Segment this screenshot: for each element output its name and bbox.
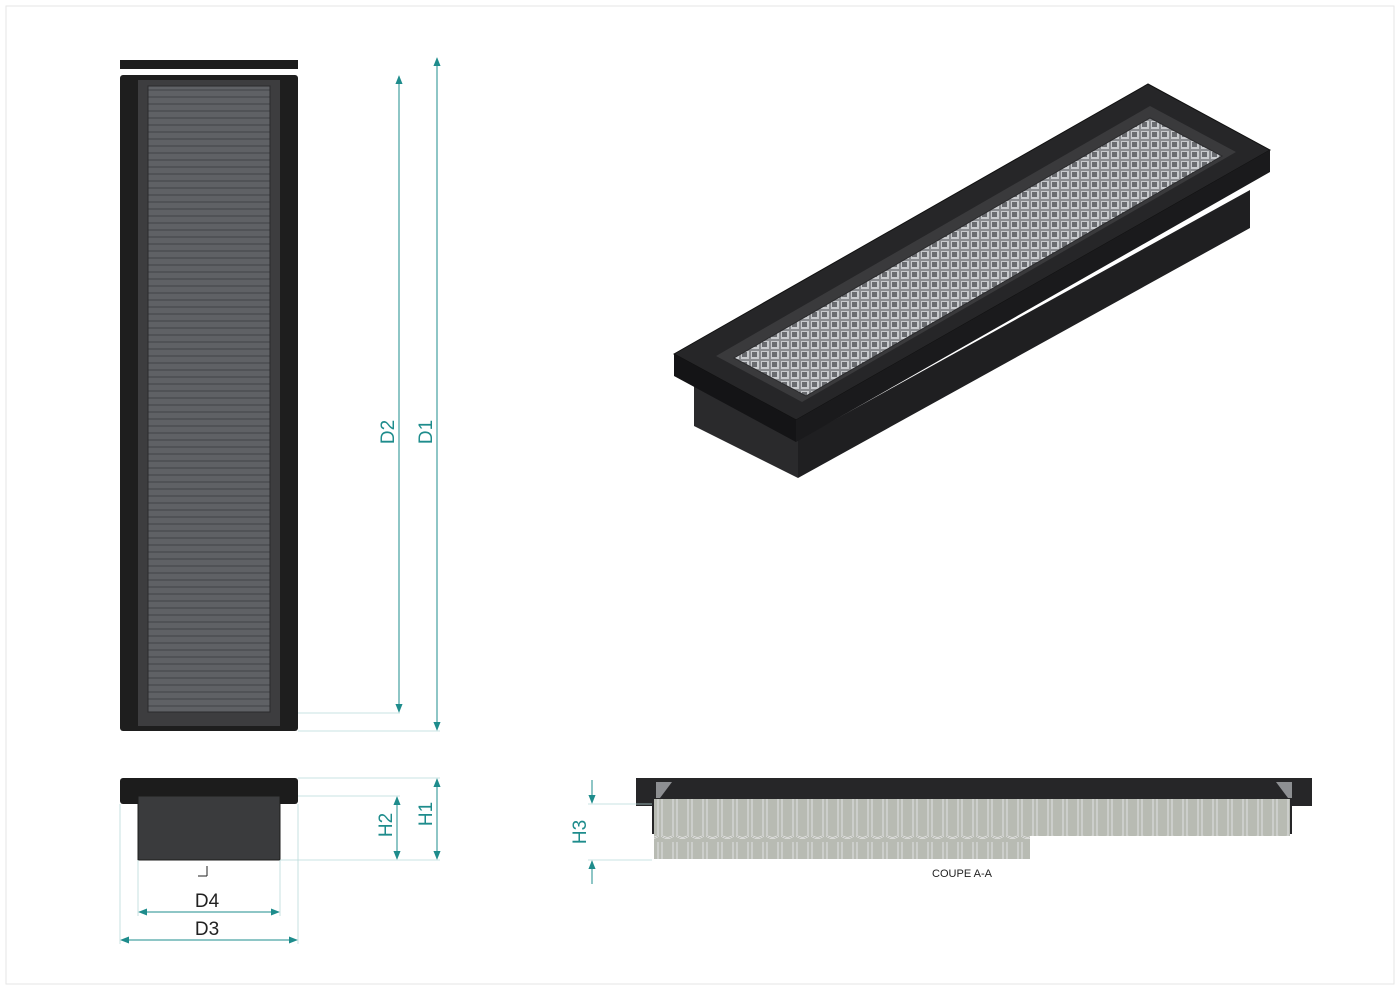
iso-flange-front-edge: [674, 354, 796, 442]
d3-label: D3: [195, 919, 219, 940]
iso-body-side: [798, 190, 1250, 478]
side-height-dimensions: H2 H1: [280, 777, 441, 861]
section-height-dimension: H3: [570, 780, 652, 884]
isometric-view: [672, 83, 1272, 478]
d4-label: D4: [195, 891, 220, 912]
top-view: [120, 60, 298, 731]
h2-label: H2: [376, 813, 397, 837]
d1-label: D1: [416, 420, 437, 444]
side-view-body: [137, 795, 281, 861]
section-flange-lip-left: [656, 782, 672, 798]
iso-body-front: [694, 386, 798, 478]
top-view-cap-strip: [120, 60, 298, 69]
section-flange-lip-right: [1276, 782, 1292, 798]
section-cut-mask: [1030, 836, 1300, 866]
d2-label: D2: [378, 420, 399, 444]
h1-label: H1: [416, 802, 437, 826]
section-view: COUPE A-A: [636, 778, 1312, 880]
sheet-border: [5, 5, 1395, 985]
vertical-dimensions: D2 D1: [298, 57, 441, 732]
side-view: [120, 778, 298, 877]
width-dimensions: D4 D3: [119, 804, 299, 944]
iso-mesh-media: [732, 117, 1224, 397]
h3-label: H3: [570, 820, 591, 844]
top-view-pleated-media: [147, 85, 271, 713]
iso-flange-side-edge: [796, 150, 1270, 442]
section-label: COUPE A-A: [932, 868, 993, 880]
